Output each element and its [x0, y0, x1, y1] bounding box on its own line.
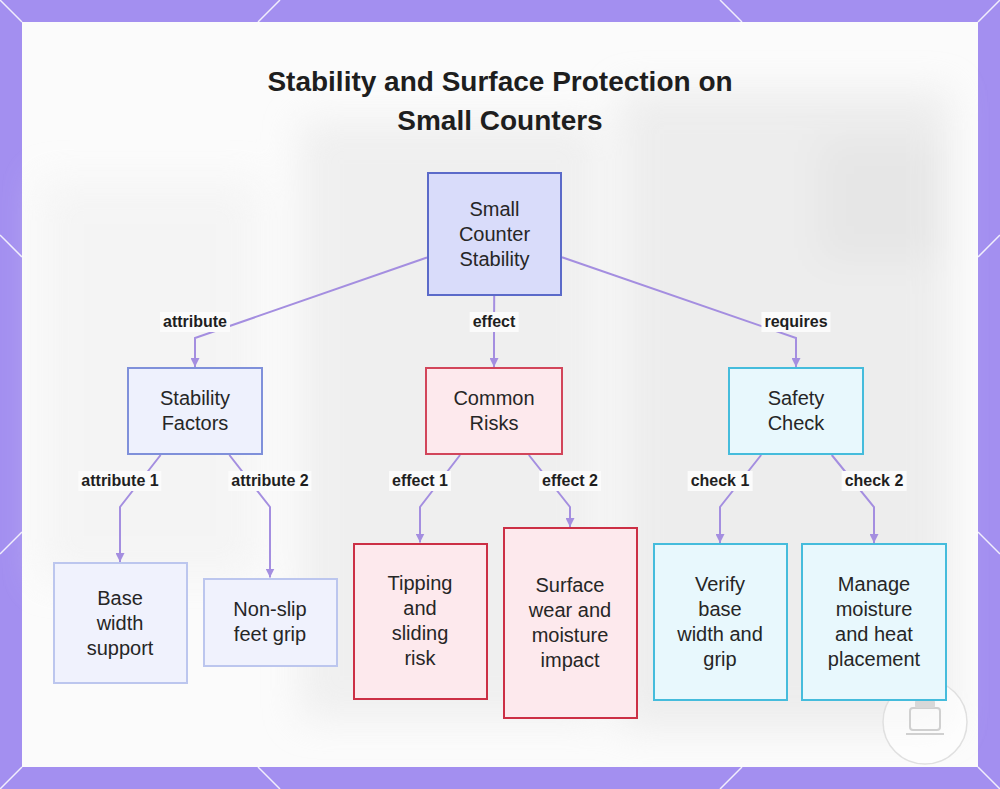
topic-box: Surface wear and moisture impact	[503, 527, 638, 719]
edge-label: attribute	[160, 312, 230, 332]
box-text: Small Counter Stability	[447, 197, 542, 272]
blurred-photo	[40, 90, 950, 730]
connector	[832, 455, 874, 543]
connector	[529, 455, 570, 527]
edge-label: effect	[470, 312, 519, 332]
panel	[22, 22, 978, 767]
box-text: Verify base width and grip	[675, 572, 765, 672]
topic-box: Common Risks	[425, 367, 563, 455]
topic-box: Non-slip feet grip	[203, 578, 338, 667]
edge-label: attribute 2	[228, 471, 311, 491]
box-text: Stability Factors	[140, 386, 250, 436]
box-text: Safety Check	[741, 386, 851, 436]
edge-label: effect 2	[539, 471, 601, 491]
box-text: Tipping and sliding risk	[380, 571, 460, 671]
box-text: Surface wear and moisture impact	[523, 573, 618, 673]
edge-label: effect 1	[389, 471, 451, 491]
edge-label: check 1	[688, 471, 753, 491]
topic-box: Tipping and sliding risk	[353, 543, 488, 700]
box-text: Common Risks	[439, 386, 549, 436]
topic-box: Small Counter Stability	[427, 172, 562, 296]
diagram-title: Stability and Surface Protection on Smal…	[245, 62, 755, 140]
topic-box: Verify base width and grip	[653, 543, 788, 701]
edge-label: attribute 1	[78, 471, 161, 491]
topic-box: Stability Factors	[127, 367, 263, 455]
connector	[720, 455, 761, 543]
box-text: Base width support	[78, 586, 163, 661]
edge-label: check 2	[842, 471, 907, 491]
box-text: Non-slip feet grip	[225, 597, 315, 647]
topic-box: Manage moisture and heat placement	[801, 543, 947, 701]
topic-box: Base width support	[53, 562, 188, 684]
box-text: Manage moisture and heat placement	[824, 572, 924, 672]
connector	[420, 455, 460, 543]
edge-label: requires	[761, 312, 830, 332]
topic-box: Safety Check	[728, 367, 864, 455]
